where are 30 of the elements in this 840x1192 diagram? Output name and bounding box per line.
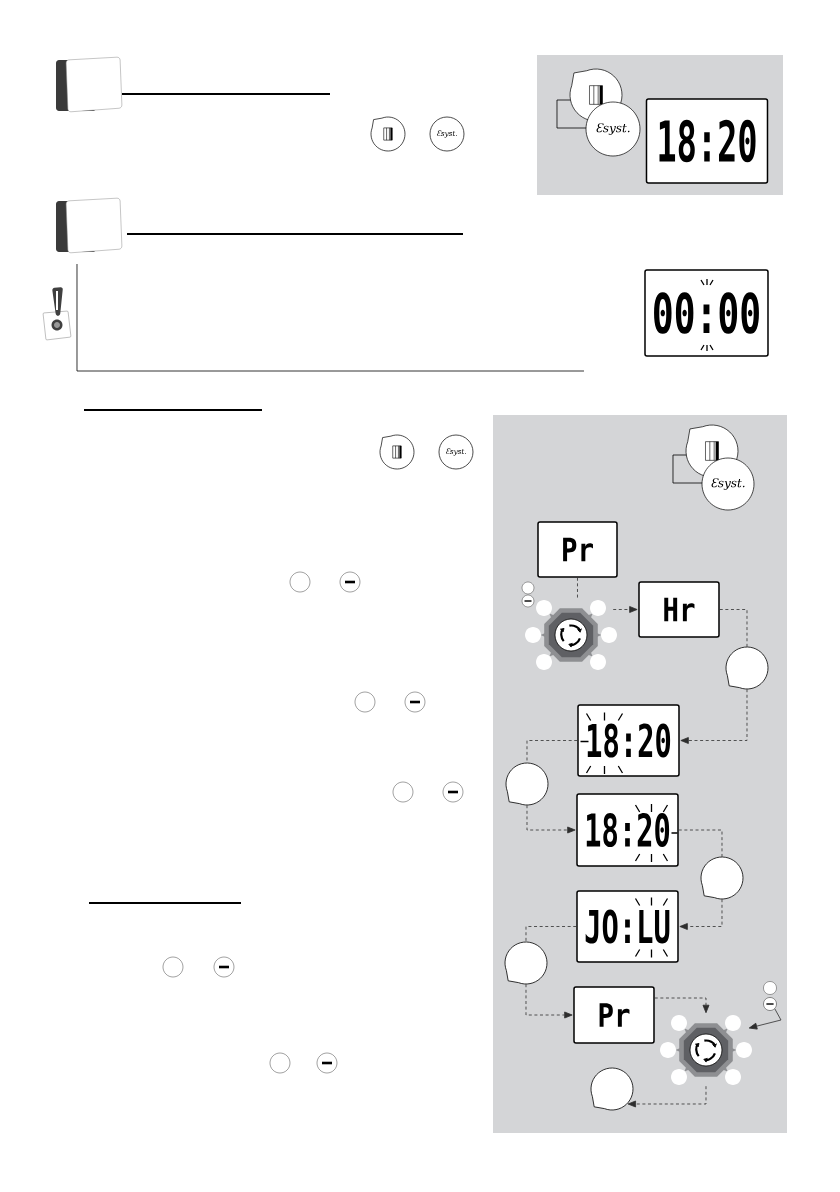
lcd-display: 00:00 bbox=[644, 269, 769, 357]
lcd-display: 18:20 bbox=[576, 793, 679, 867]
round-button bbox=[725, 646, 769, 690]
round-button: Ɛsyst. bbox=[585, 101, 641, 157]
arrow bbox=[627, 1085, 707, 1108]
lcd-display: Pr bbox=[537, 521, 618, 578]
connector-line bbox=[525, 926, 577, 943]
arrow bbox=[679, 898, 723, 930]
round-button bbox=[504, 941, 548, 985]
lcd-display: Pr bbox=[573, 986, 655, 1044]
round-button bbox=[590, 1067, 634, 1111]
minus-button bbox=[763, 997, 777, 1011]
connector-line bbox=[678, 829, 723, 858]
lcd-display: JO:LU bbox=[576, 890, 679, 963]
round-button bbox=[505, 762, 549, 806]
round-button bbox=[700, 856, 744, 900]
round-button: Ɛsyst. bbox=[701, 457, 755, 511]
arrow bbox=[612, 606, 638, 613]
arrow bbox=[525, 983, 573, 1019]
arrow bbox=[654, 997, 710, 1014]
lcd-display: Hr bbox=[638, 581, 720, 638]
selector-dial bbox=[525, 600, 617, 670]
arrow bbox=[526, 804, 576, 834]
selector-dial bbox=[660, 1015, 752, 1085]
arrow bbox=[680, 688, 748, 744]
arrow bbox=[748, 1008, 782, 1030]
connector-line bbox=[719, 609, 748, 648]
connector-line bbox=[577, 577, 578, 600]
lcd-display: 18:20 bbox=[645, 98, 769, 184]
lcd-display: 18:20 bbox=[577, 704, 680, 777]
